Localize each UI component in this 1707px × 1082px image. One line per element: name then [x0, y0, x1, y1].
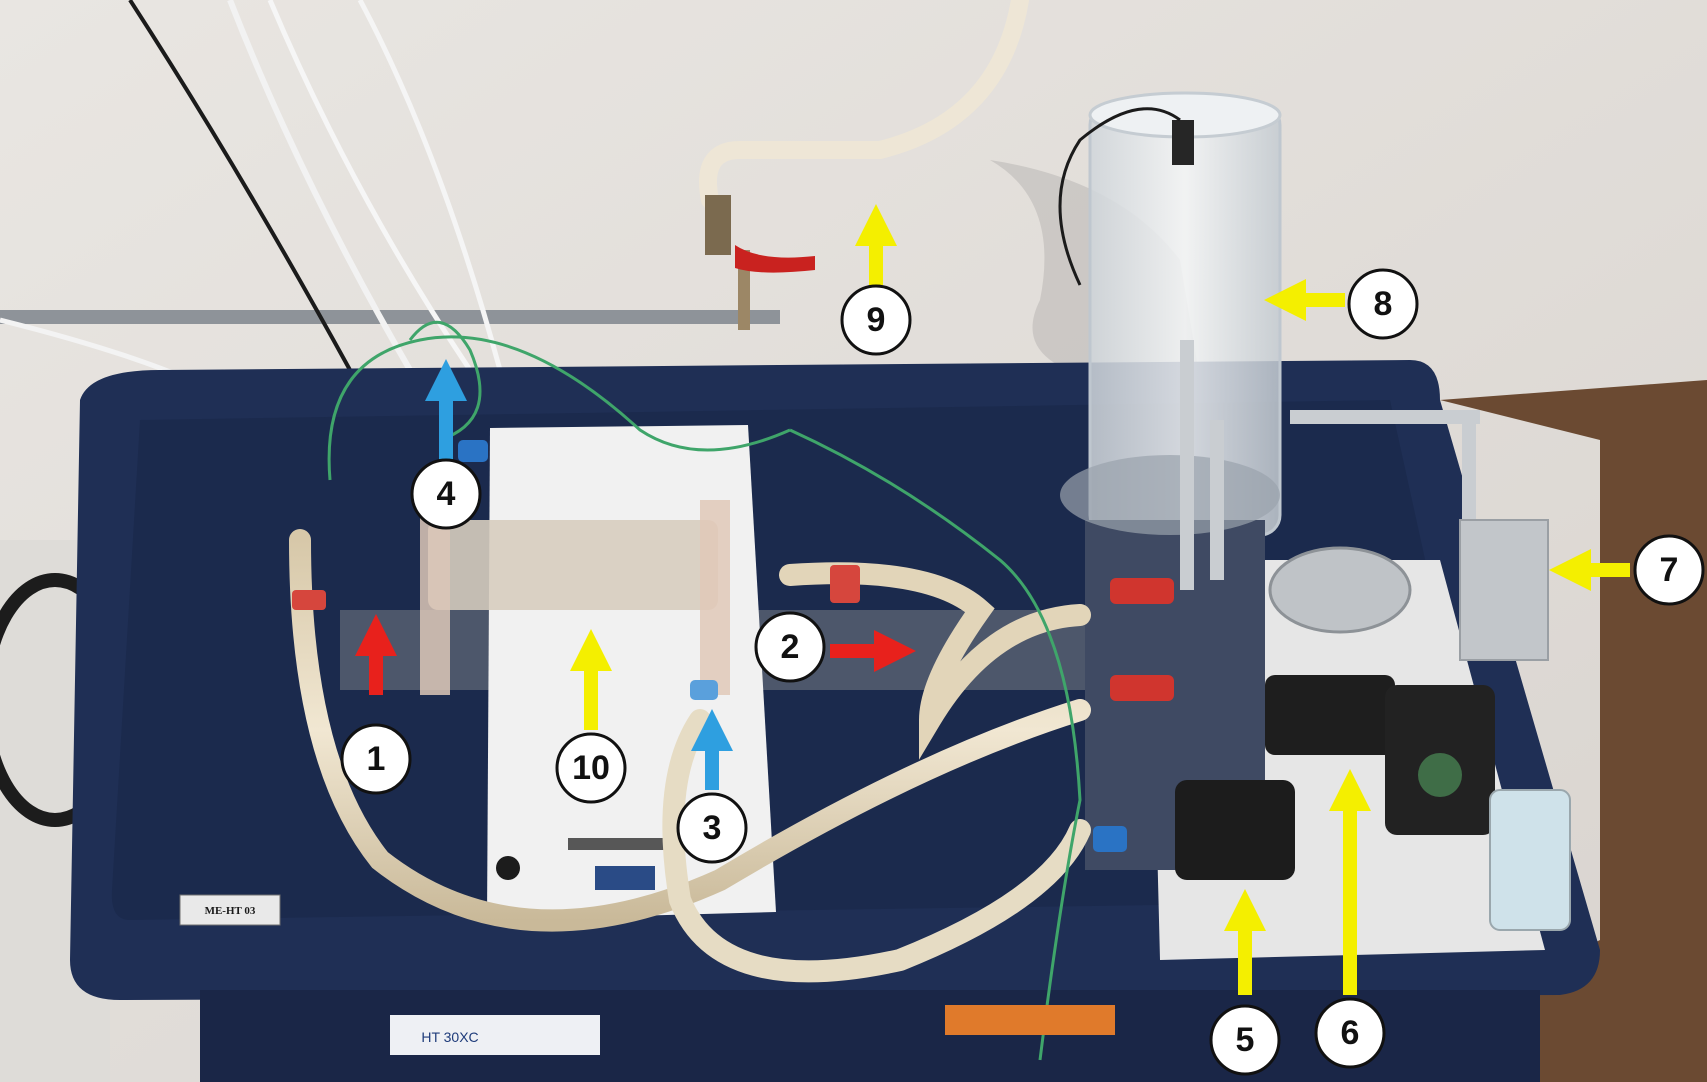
thermocouple-wire-2 [789, 428, 1082, 1061]
callout-8: 8 [1347, 268, 1419, 340]
callout-6: 6 [1314, 997, 1386, 1069]
thermocouple-wire-3 [408, 320, 482, 442]
callout-10: 10 [555, 732, 627, 804]
pump-head [1459, 519, 1549, 661]
callout-8-text: 8 [1374, 285, 1393, 323]
tank-pipe-1 [1180, 340, 1194, 590]
id-plate-text: ME-HT 03 [205, 905, 256, 917]
callout-9-text: 9 [867, 301, 886, 339]
exchanger-shell [428, 520, 718, 610]
hose-cold-inlet [289, 529, 1091, 932]
solenoid-valve-3 [1175, 780, 1295, 880]
callout-3-text: 3 [703, 809, 722, 847]
white-cable-1 [227, 0, 413, 372]
connector-blue-2 [690, 680, 718, 700]
wall-valve-body [705, 195, 731, 255]
hose-hot-outlet [779, 562, 1091, 760]
tank-sensor-wire [1058, 107, 1181, 286]
ball-valve-2 [1110, 675, 1174, 701]
callout-6-text: 6 [1341, 1014, 1360, 1052]
exchanger-end-right [700, 500, 730, 695]
callout-7-text: 7 [1660, 551, 1679, 589]
callout-2-text: 2 [781, 628, 800, 666]
hose-cold-outlet [662, 709, 1091, 983]
callout-7: 7 [1633, 534, 1705, 606]
panel-logo [595, 866, 655, 890]
valve-handle [735, 245, 815, 273]
side-pipe [1462, 420, 1476, 540]
air-filter [1489, 789, 1571, 931]
connector-blue-3 [1093, 826, 1127, 852]
id-plate [179, 894, 281, 926]
front-label [390, 1015, 600, 1055]
callout-3: 3 [676, 792, 748, 864]
ball-valve-1 [1110, 578, 1174, 604]
callout-1: 1 [340, 723, 412, 795]
terminal-strip [945, 1005, 1115, 1035]
white-cable-3 [357, 0, 503, 371]
callout-4: 4 [410, 458, 482, 530]
tank-pipe-2 [1210, 420, 1224, 580]
pump-motor [1268, 546, 1412, 634]
tank-base-ring [1060, 455, 1280, 535]
callout-4-text: 4 [437, 475, 456, 513]
callout-5: 5 [1209, 1004, 1281, 1076]
wall-hose [699, 0, 1029, 209]
tank-outlet-pipe [1290, 410, 1480, 424]
callout-5-text: 5 [1236, 1021, 1255, 1059]
callout-1-text: 1 [367, 740, 386, 778]
callout-9: 9 [840, 284, 912, 356]
front-label-text: HT 30XC [421, 1029, 478, 1045]
panel-label [568, 838, 688, 850]
connector-red-2 [830, 565, 860, 603]
panel-knob [496, 856, 520, 880]
solenoid-valve-1 [1265, 675, 1395, 755]
connector-red-1 [292, 590, 326, 610]
thermocouple-wire-1 [327, 335, 791, 481]
callout-2: 2 [754, 611, 826, 683]
connector-blue-1 [458, 440, 488, 462]
tank-sensor [1172, 120, 1194, 165]
exchanger-end-left [420, 505, 450, 695]
wall-pipe [0, 310, 780, 324]
solenoid-badge [1418, 753, 1462, 797]
black-cable [128, 0, 352, 371]
callout-10-text: 10 [572, 749, 610, 787]
